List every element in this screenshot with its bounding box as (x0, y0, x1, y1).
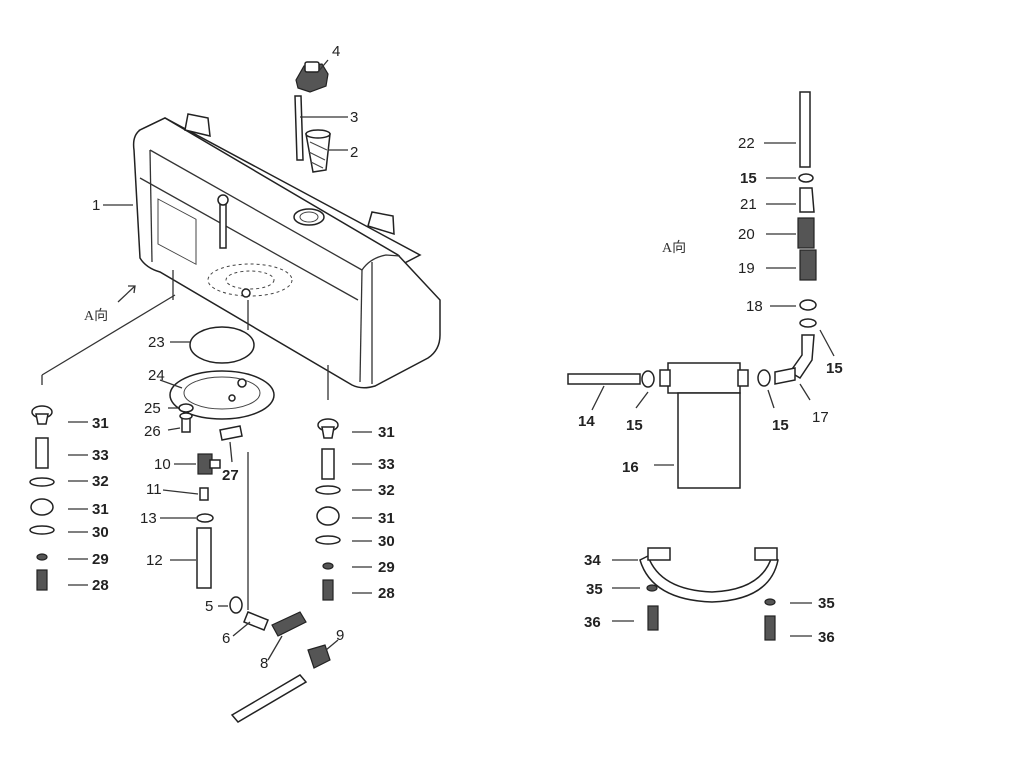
fitting-11 (199, 487, 209, 501)
filter-head (667, 362, 741, 394)
callout-5: 5 (205, 598, 213, 615)
valve-9 (307, 644, 331, 669)
bolt-26 (179, 412, 193, 433)
fuel-tank (132, 113, 441, 389)
nut-18 (799, 299, 817, 311)
callout-27: 27 (222, 467, 239, 484)
flange-plate-24 (169, 370, 275, 420)
callout-3: 3 (350, 109, 358, 126)
callout-36-right: 36 (818, 629, 835, 646)
callout-6: 6 (222, 630, 230, 647)
callout-29-left: 29 (92, 551, 109, 568)
valve-8 (271, 611, 307, 637)
clamp-34 (639, 554, 779, 603)
callout-34: 34 (584, 552, 601, 569)
washer-15 (798, 173, 814, 183)
elbow-27 (219, 425, 243, 441)
callout-15-right: 15 (826, 360, 843, 377)
callout-31-left-bottom: 31 (92, 501, 109, 518)
fitting-6 (243, 611, 269, 631)
washer-13 (196, 513, 214, 523)
callout-33-right: 33 (378, 456, 395, 473)
callout-28-left: 28 (92, 577, 109, 594)
callout-21: 21 (740, 196, 757, 213)
callout-23: 23 (148, 334, 165, 351)
callout-24: 24 (148, 367, 165, 384)
callout-31-left-top: 31 (92, 415, 109, 432)
drain-hose (230, 674, 308, 723)
callout-33-left: 33 (92, 447, 109, 464)
callout-31-right-top: 31 (378, 424, 395, 441)
callout-30-left: 30 (92, 524, 109, 541)
mount-stack-right (315, 365, 341, 601)
callout-32-left: 32 (92, 473, 109, 490)
hose-17 (788, 334, 815, 380)
fitting-21 (799, 187, 815, 213)
callout-15-left: 15 (626, 417, 643, 434)
callout-26: 26 (144, 423, 161, 440)
callout-29-right: 29 (378, 559, 395, 576)
tube-22 (799, 91, 811, 168)
filler-cap (295, 61, 329, 93)
callout-18: 18 (746, 298, 763, 315)
callout-35-left: 35 (586, 581, 603, 598)
callout-12: 12 (146, 552, 163, 569)
clamp-assembly (639, 547, 779, 641)
bolt-36a (647, 605, 659, 631)
bolt-36b (764, 615, 776, 641)
callout-15-top: 15 (740, 170, 757, 187)
callout-16: 16 (622, 459, 639, 476)
callout-10: 10 (154, 456, 171, 473)
callout-22: 22 (738, 135, 755, 152)
callout-11: 11 (146, 481, 162, 498)
tube-14 (567, 373, 641, 385)
o-ring-5 (229, 596, 243, 614)
callout-32-right: 32 (378, 482, 395, 499)
tube-12 (196, 527, 212, 589)
callout-31-right-bottom: 31 (378, 510, 395, 527)
callout-13: 13 (140, 510, 157, 527)
view-labels: A向 A向 (84, 240, 686, 324)
washer-35b (764, 598, 776, 606)
adapter-20 (797, 217, 815, 249)
callout-17: 17 (812, 409, 829, 426)
view-label-right: A向 (662, 240, 686, 256)
washer-25 (178, 403, 194, 413)
callout-9: 9 (336, 627, 344, 644)
view-label-left: A向 (84, 308, 108, 324)
dipstick (294, 95, 304, 161)
callout-14: 14 (578, 413, 595, 430)
leader-lines (68, 59, 835, 661)
callout-2: 2 (350, 144, 358, 161)
mount-stack-left (29, 270, 176, 591)
o-ring-23 (189, 326, 255, 364)
part-callouts: 1 2 3 4 5 6 8 9 10 11 13 12 23 24 25 26 … (92, 43, 843, 672)
callout-1: 1 (92, 197, 100, 214)
callout-35-right: 35 (818, 595, 835, 612)
filler-strainer (305, 129, 331, 173)
washer-35a (646, 584, 658, 592)
callout-19: 19 (738, 260, 755, 277)
callout-30-right: 30 (378, 533, 395, 550)
fitting-19 (799, 249, 817, 281)
callout-8: 8 (260, 655, 268, 672)
callout-15-bottom: 15 (772, 417, 789, 434)
callout-36-left: 36 (584, 614, 601, 631)
callout-28-right: 28 (378, 585, 395, 602)
filter-assembly (567, 91, 817, 489)
filter-16 (677, 392, 741, 489)
tee-10 (197, 453, 221, 475)
callout-20: 20 (738, 226, 755, 243)
callout-4: 4 (332, 43, 340, 60)
callout-25: 25 (144, 400, 161, 417)
